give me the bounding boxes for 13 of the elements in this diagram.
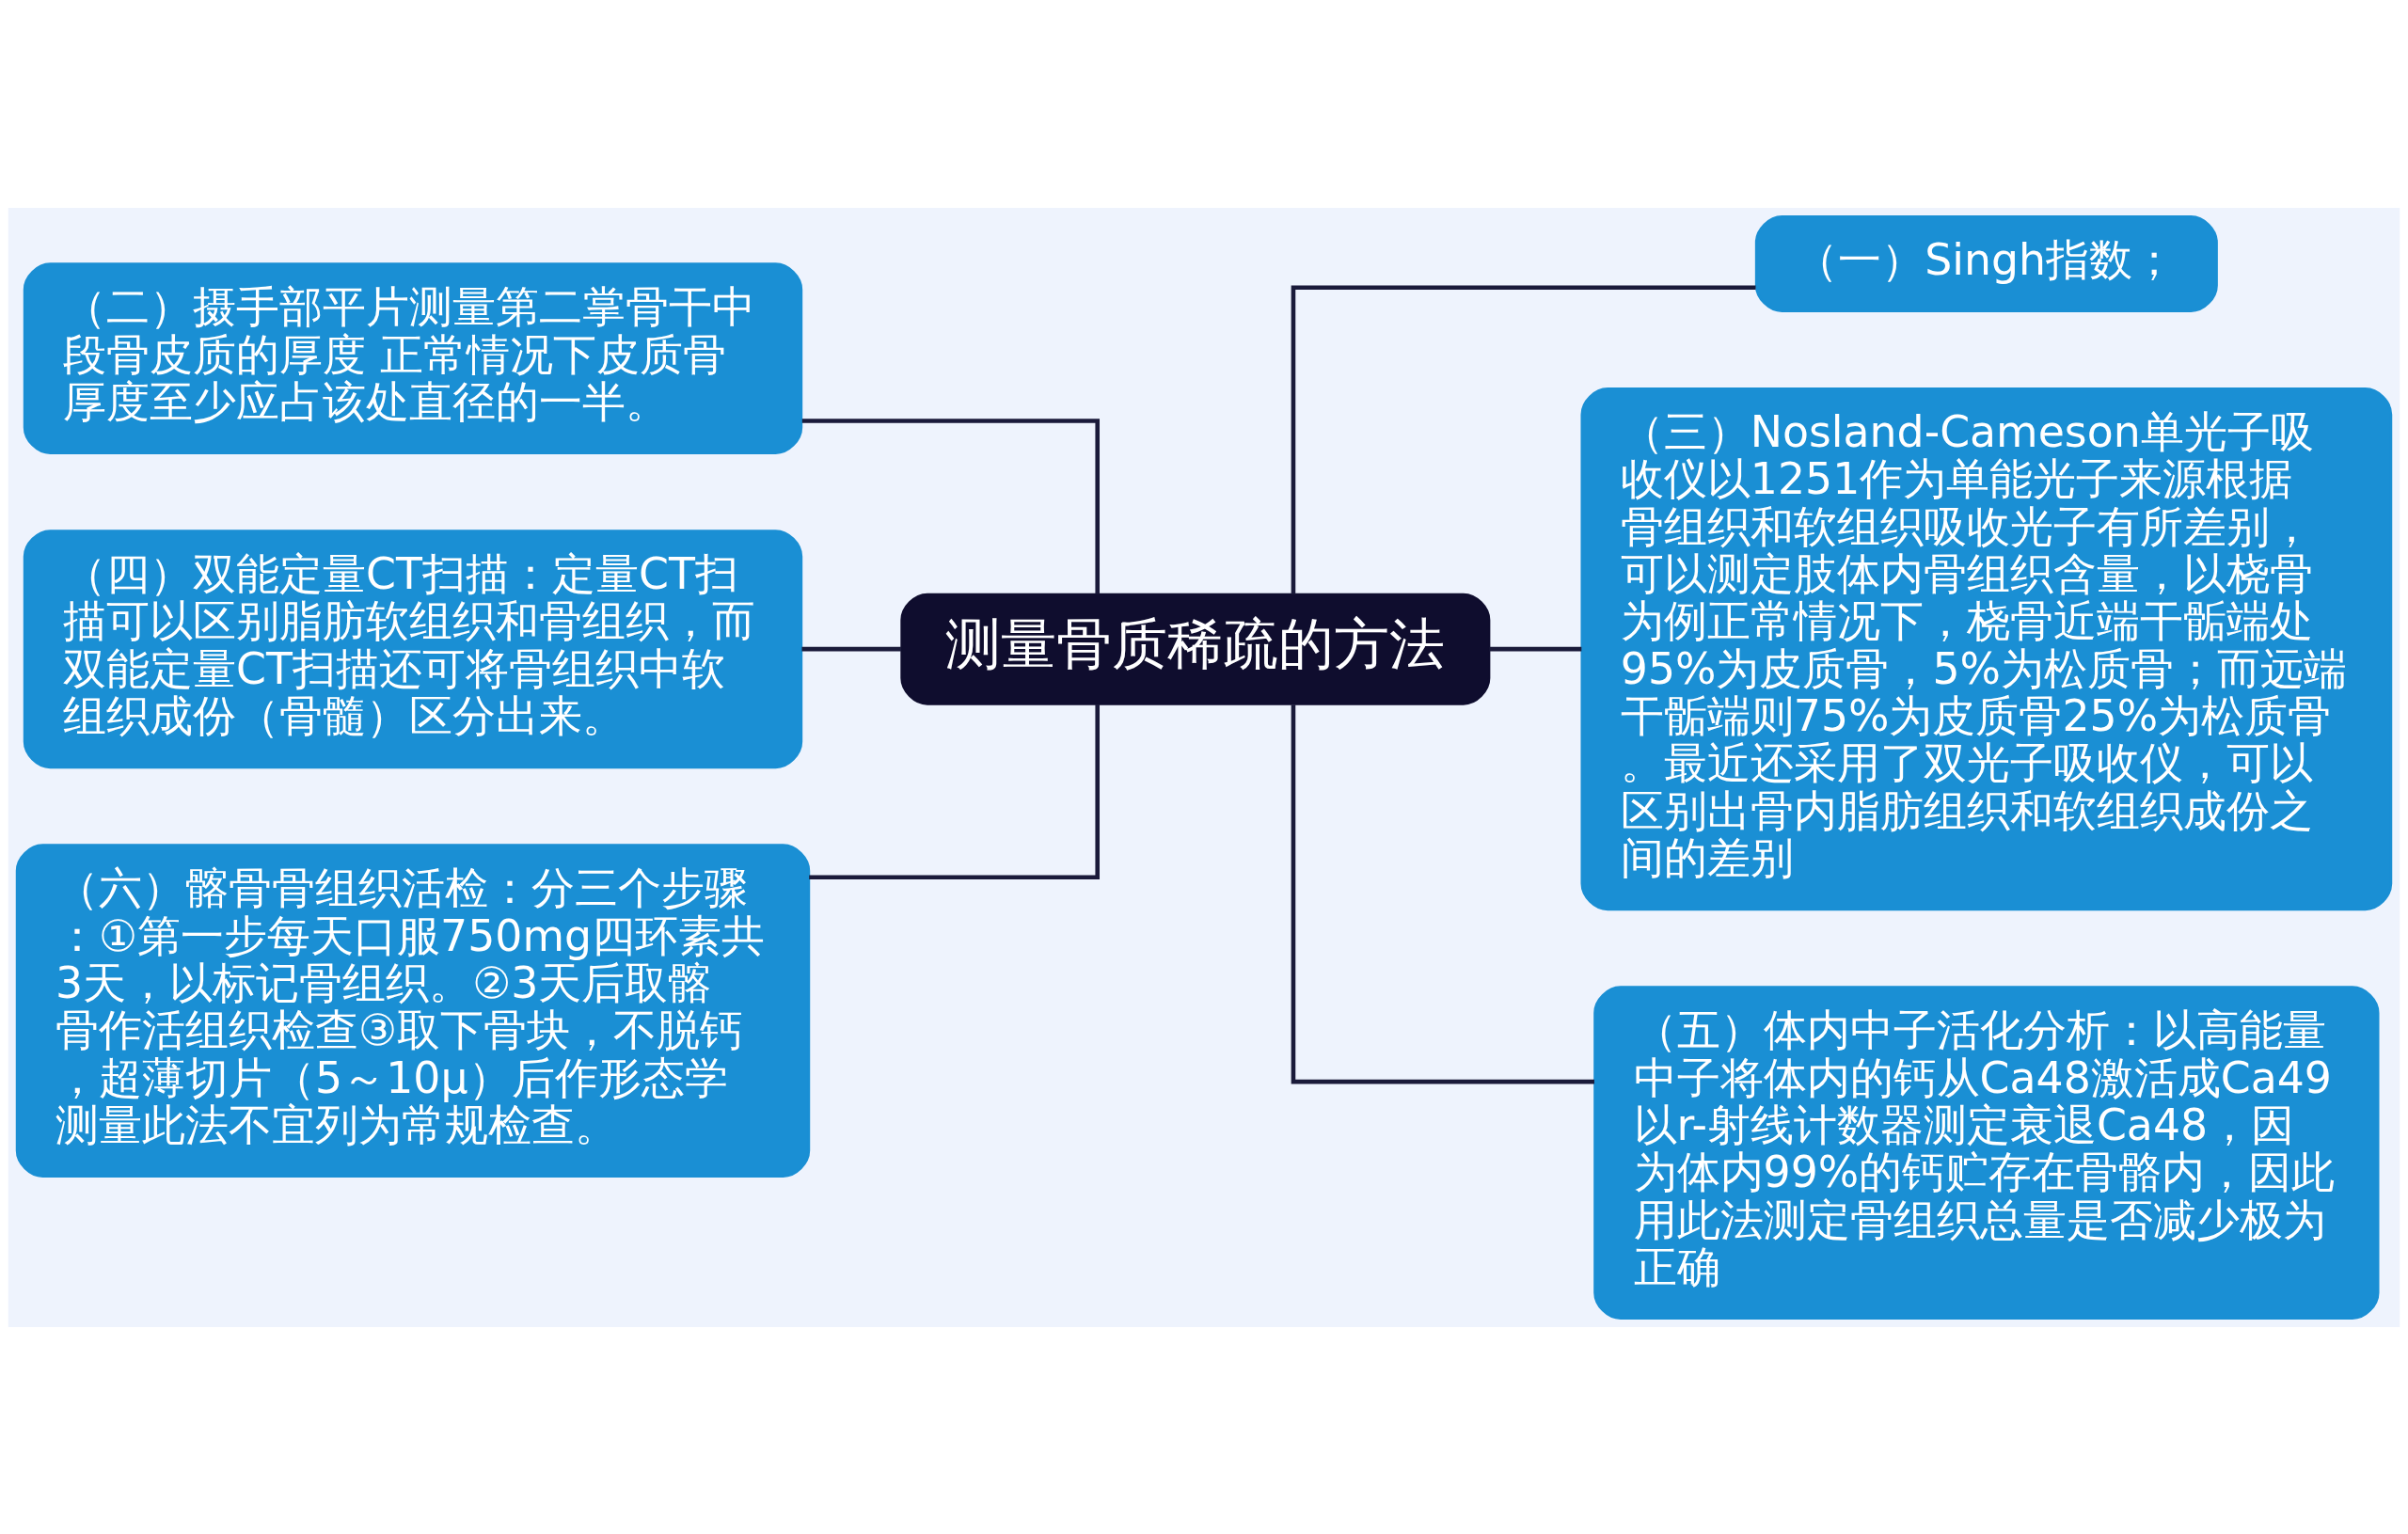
connector [1291,284,1756,594]
node-box: （三）Nosland-Cameson单光子吸收仪以1251作为单能光子来源根据骨组织和软组织吸收光子有所差别，可以测定肢体内骨组织含量，以桡骨为例正常情况下，桡骨近端干骺端处95%为皮质骨，5%为松质骨；而远端干骺端则75%为皮质骨25%为松质骨。最近还采用了双光子吸收仪，可以区别出骨内脂肪组织和软组织成份之间的差别 [1580,387,2393,910]
node-box: （二）摄手部平片测量第二掌骨干中段骨皮质的厚度 正常情况下皮质骨厚度至少应占该处直径的一半。 [23,261,803,454]
node-box: （四）双能定量CT扫描：定量CT扫描可以区别脂肪软组织和骨组织，而双能定量CT扫描还可将骨组织中软组织成份（骨髓）区分出来。 [23,529,803,768]
connector [801,646,901,651]
connector [809,704,1100,879]
connector [1489,646,1582,651]
node-box: （六）髂骨骨组织活检：分三个步骤：①第一步每天口服750mg四环素共3天，以标记骨组织。②3天后取髂骨作活组织检查③取下骨块，不脱钙，超薄切片（5～10μ）后作形态学测量此法不宜列为常规检查。 [15,843,811,1178]
node-box: 测量骨质稀疏的方法 [900,593,1491,705]
connector [801,418,1100,593]
node-box: （一）Singh指数； [1754,214,2218,312]
connector [1291,704,1594,1083]
node-box: （五）体内中子活化分析：以高能量中子将体内的钙从Ca48激活成Ca49以r-射线计数器测定衰退Ca48，因为体内99%的钙贮存在骨骼内，因此用此法测定骨组织总量是否减少极为正确 [1593,985,2380,1320]
